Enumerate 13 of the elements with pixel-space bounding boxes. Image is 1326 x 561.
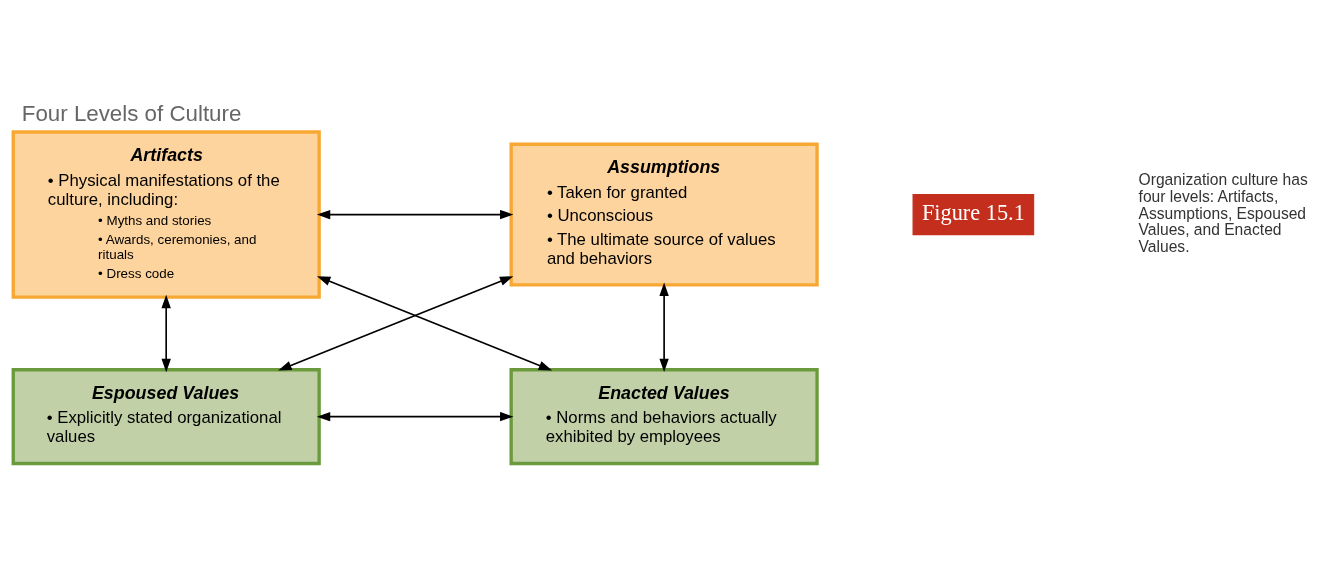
arrow [659,282,669,372]
arrow [316,209,514,219]
arrow [316,275,553,371]
node-box: Assumptions • Taken for granted • Unconscious • The ultimate source of values and behaviors [509,142,819,287]
node-box: Enacted Values • Norms and behaviors actually exhibited by employees [509,367,819,465]
diagram-title: Four Levels of Culture [21,100,242,126]
arrow [161,294,171,372]
caption: Organization culture has four levels: Artifacts, Assumptions, Espoused Values, and Enacted Values. [1138,170,1308,255]
arrow [278,275,514,371]
node-box: Espoused Values • Explicitly stated organizational values [11,367,321,465]
arrow [316,411,514,421]
label: Figure 15.1 [921,199,1025,225]
node-box: Artifacts • Physical manifestations of the culture, including: • Myths and stories • Awards, ceremonies, and rituals • Dress code [11,129,321,299]
